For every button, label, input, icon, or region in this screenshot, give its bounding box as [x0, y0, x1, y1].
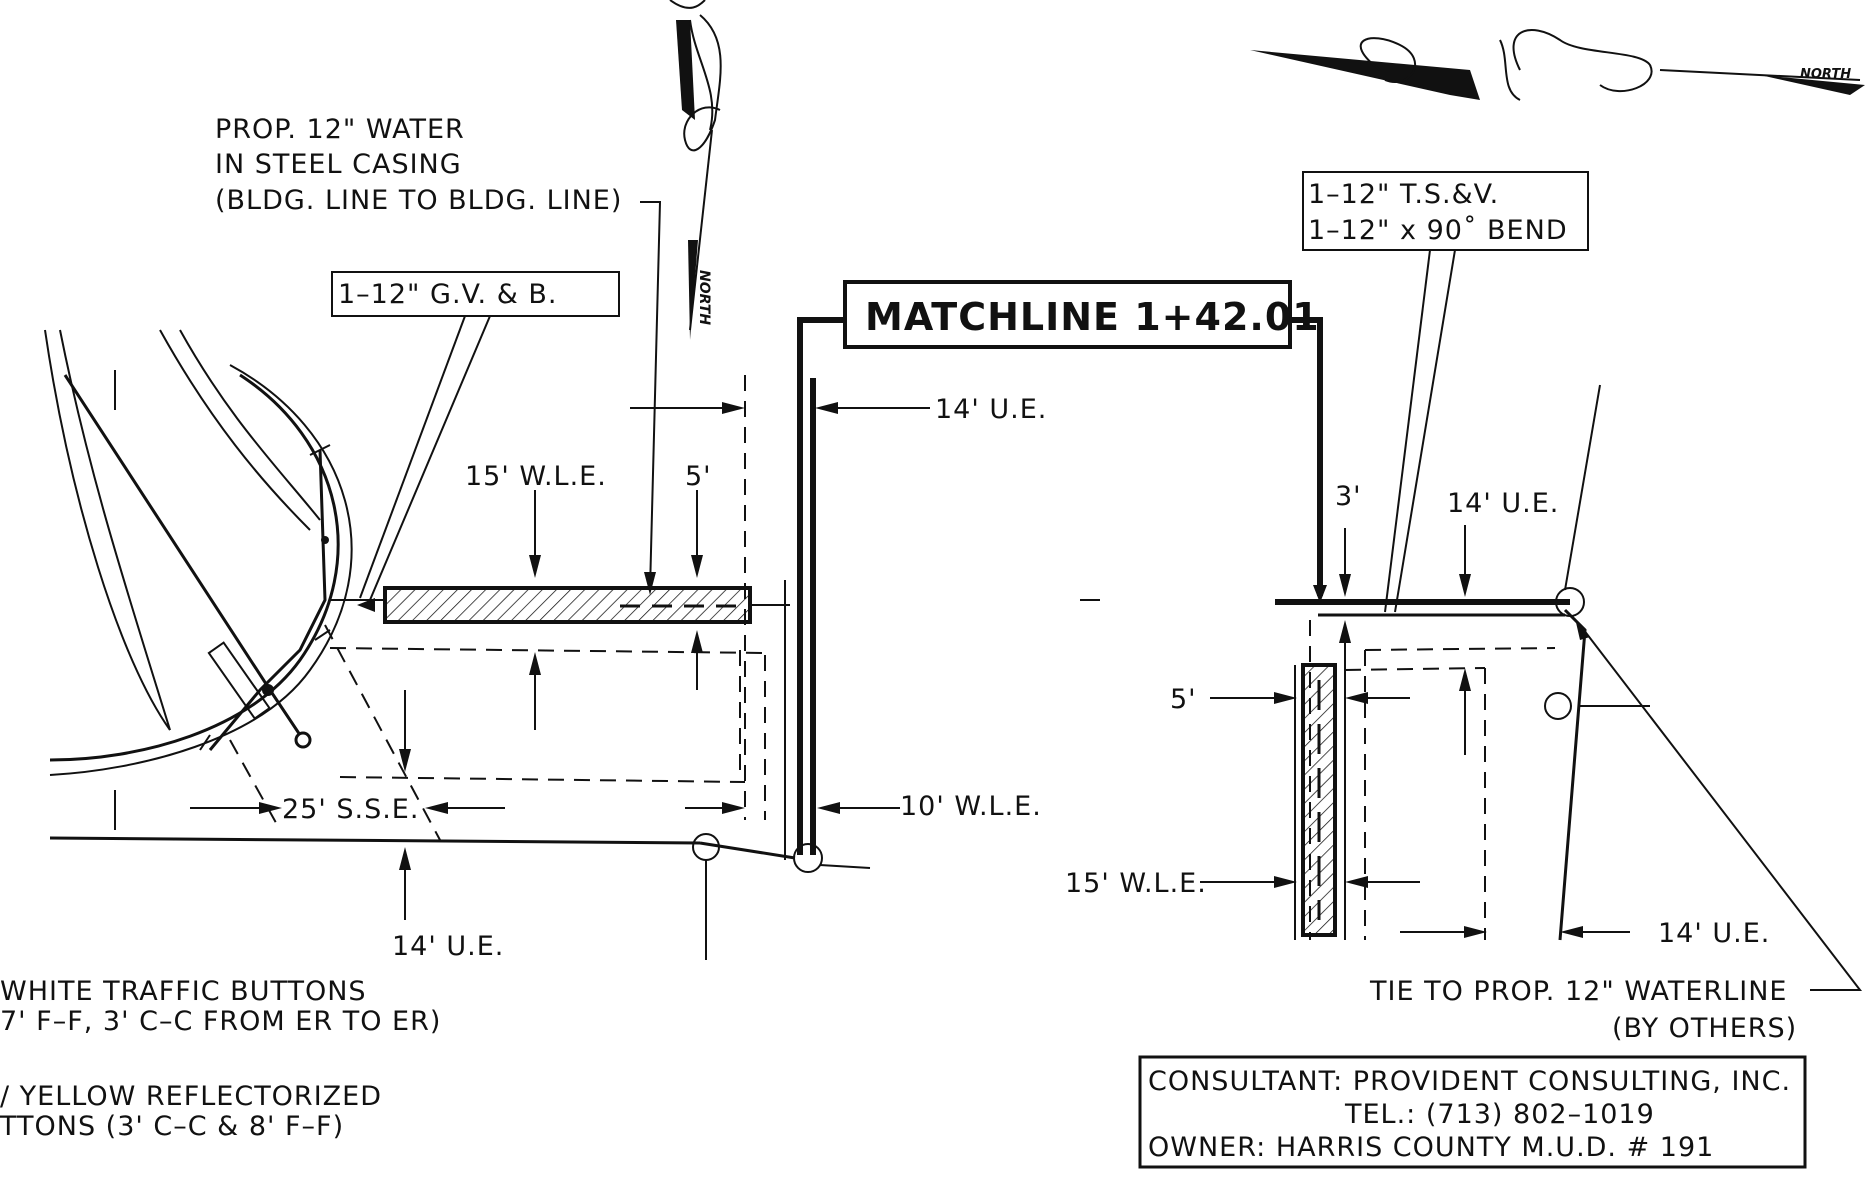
water-casing-line1: PROP. 12" WATER	[215, 114, 465, 145]
label-dim-3: 3'	[1335, 481, 1362, 512]
row-line-left	[49, 317, 871, 960]
note-yellow-buttons-line2: TTONS (3' C–C & 8' F–F)	[0, 1111, 344, 1142]
steel-casing	[330, 586, 790, 624]
label-wle-15-left: 15' W.L.E.	[465, 461, 607, 492]
label-dim-5-left: 5'	[685, 461, 712, 492]
consultant-line2: TEL.: (713) 802–1019	[1344, 1099, 1655, 1130]
gv-b-callout: 1–12" G.V. & B.	[338, 279, 557, 310]
label-ue-top: 14' U.E.	[935, 394, 1047, 425]
label-ue-bottom-left: 14' U.E.	[392, 931, 504, 962]
label-dim-5-right: 5'	[1170, 684, 1197, 715]
matchline-connector	[1290, 317, 1327, 603]
consultant-line1: CONSULTANT: PROVIDENT CONSULTING, INC.	[1148, 1066, 1791, 1097]
matchline-label: MATCHLINE 1+42.01	[865, 295, 1320, 339]
consultant-title-block: CONSULTANT: PROVIDENT CONSULTING, INC. T…	[1138, 1055, 1807, 1169]
leaders-right	[1080, 249, 1863, 991]
label-wle-10: 10' W.L.E.	[900, 791, 1042, 822]
north-label-horizontal: NORTH	[1800, 67, 1851, 82]
dimension-arrows-left	[190, 402, 930, 920]
note-yellow-buttons-line1: / YELLOW REFLECTORIZED	[0, 1081, 382, 1112]
right-casing	[1301, 663, 1337, 937]
label-ue-right-bottom: 14' U.E.	[1658, 918, 1770, 949]
label-ue-right-top: 14' U.E.	[1447, 488, 1559, 519]
consultant-line3: OWNER: HARRIS COUNTY M.U.D. # 191	[1148, 1132, 1714, 1163]
label-sse-25: 25' S.S.E.	[282, 794, 419, 825]
tsv-callout-box	[1302, 171, 1589, 251]
north-arrow-vertical-icon: NORTH	[669, 0, 722, 340]
north-arrow-horizontal-icon: NORTH	[1250, 29, 1865, 101]
water-casing-line3: (BLDG. LINE TO BLDG. LINE)	[215, 185, 622, 216]
leaders-left	[359, 201, 662, 601]
tsv-callout-line1: 1–12" T.S.&V.	[1308, 179, 1499, 210]
label-tie-line1: TIE TO PROP. 12" WATERLINE	[1369, 976, 1788, 1007]
note-white-buttons-line2: 7' F–F, 3' C–C FROM ER TO ER)	[0, 1006, 441, 1037]
matchline-box	[843, 280, 1292, 349]
dimension-arrows-right	[1200, 525, 1630, 938]
tsv-callout-line2: 1–12" x 90˚ BEND	[1308, 215, 1568, 246]
label-tie-line2: (BY OTHERS)	[1612, 1013, 1797, 1044]
note-white-buttons-line1: WHITE TRAFFIC BUTTONS	[0, 976, 367, 1007]
water-casing-line2: IN STEEL CASING	[215, 149, 462, 180]
easement-lines-left	[229, 375, 766, 841]
north-label-vertical: NORTH	[696, 270, 712, 325]
label-wle-15-right: 15' W.L.E.	[1065, 868, 1207, 899]
gv-b-callout-box	[331, 271, 620, 317]
label-water-casing: PROP. 12" WATER IN STEEL CASING (BLDG. L…	[215, 114, 622, 216]
